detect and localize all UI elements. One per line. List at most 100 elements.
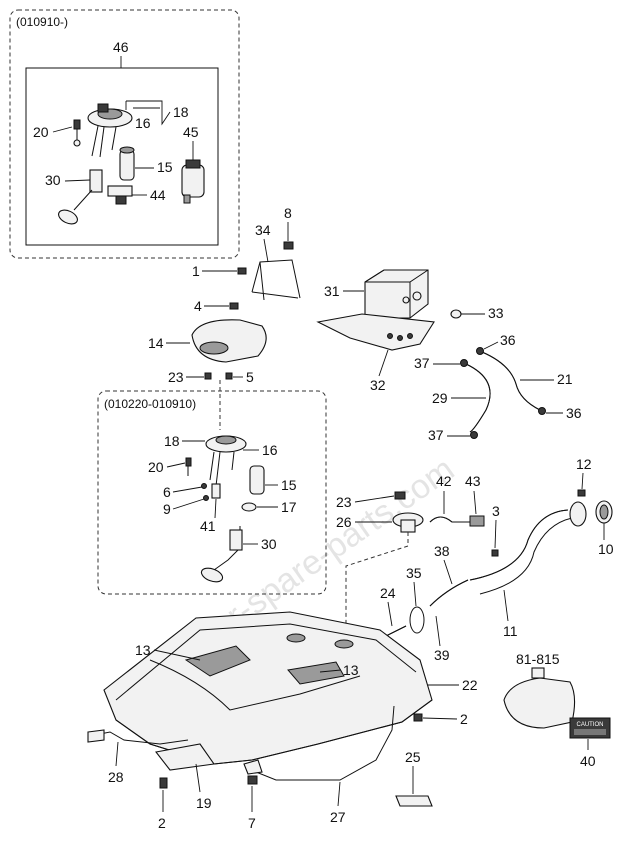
label-24: 24 bbox=[380, 585, 396, 601]
label-32: 32 bbox=[370, 377, 386, 393]
bracket-41 bbox=[211, 483, 221, 499]
canister-bracket-32 bbox=[316, 313, 435, 351]
screw-23a bbox=[204, 372, 212, 380]
hose-21 bbox=[481, 351, 541, 411]
label-31: 31 bbox=[324, 283, 340, 299]
bolt-4 bbox=[229, 302, 239, 310]
label-2b: 2 bbox=[158, 815, 166, 831]
label-33: 33 bbox=[488, 305, 504, 321]
label-20a: 20 bbox=[33, 124, 49, 140]
label-29: 29 bbox=[432, 390, 448, 406]
fuel-filler-door bbox=[503, 677, 576, 729]
label-19: 19 bbox=[196, 795, 212, 811]
label-15a: 15 bbox=[157, 159, 173, 175]
bracket-44 bbox=[107, 185, 133, 205]
nut-7 bbox=[247, 775, 258, 785]
label-2a: 2 bbox=[460, 711, 468, 727]
mid-variant-header: (010220-010910) bbox=[104, 397, 196, 411]
bolt-2b bbox=[159, 777, 168, 789]
label-6: 6 bbox=[163, 484, 171, 500]
hose-38 bbox=[429, 579, 469, 607]
label-20b: 20 bbox=[148, 459, 164, 475]
pump-module-flange bbox=[87, 103, 133, 158]
screw-5 bbox=[225, 372, 233, 380]
label-13b: 13 bbox=[343, 662, 359, 678]
label-36b: 36 bbox=[566, 405, 582, 421]
label-21: 21 bbox=[557, 371, 573, 387]
label-45: 45 bbox=[183, 124, 199, 140]
nut-8 bbox=[283, 241, 294, 250]
bolt-2a bbox=[413, 713, 423, 722]
label-26: 26 bbox=[336, 514, 352, 530]
bolt-23b bbox=[394, 491, 406, 500]
label-38: 38 bbox=[434, 543, 450, 559]
label-23a: 23 bbox=[168, 369, 184, 385]
mid-variant-box bbox=[97, 390, 327, 595]
fuel-pump-45 bbox=[181, 159, 205, 204]
label-44: 44 bbox=[150, 187, 166, 203]
pad-25 bbox=[395, 795, 433, 807]
label-5: 5 bbox=[246, 369, 254, 385]
bracket-19 bbox=[155, 743, 215, 771]
label-23b: 23 bbox=[336, 494, 352, 510]
label-40: 40 bbox=[580, 753, 596, 769]
clamp-37b bbox=[470, 431, 478, 439]
label-11: 11 bbox=[503, 623, 518, 639]
label-41: 41 bbox=[200, 518, 216, 534]
label-4: 4 bbox=[194, 298, 202, 314]
seal-17 bbox=[241, 502, 257, 512]
label-28: 28 bbox=[108, 769, 124, 785]
part-9 bbox=[203, 495, 209, 501]
screw-12 bbox=[577, 489, 586, 497]
screw-3 bbox=[491, 549, 499, 557]
label-17: 17 bbox=[281, 499, 297, 515]
access-cover-14 bbox=[191, 319, 267, 363]
label-36a: 36 bbox=[500, 332, 516, 348]
label-39: 39 bbox=[434, 647, 450, 663]
fuel-pump-assembly-frame bbox=[25, 67, 219, 246]
bolt-1 bbox=[237, 267, 247, 275]
filler-neck-11 bbox=[469, 509, 569, 581]
fuel-door-area: 81-815 CAUTION 40 bbox=[503, 651, 611, 769]
label-43: 43 bbox=[465, 473, 481, 489]
label-16a: 16 bbox=[135, 115, 151, 131]
part-6 bbox=[201, 483, 207, 489]
label-8: 8 bbox=[284, 205, 292, 221]
label-81-815: 81-815 bbox=[516, 651, 560, 667]
mid-variant-group: (010220-010910) 18 16 20 15 6 9 bbox=[97, 380, 327, 595]
clip-33 bbox=[450, 309, 462, 319]
level-sender-30 bbox=[58, 169, 103, 225]
label-9: 9 bbox=[163, 501, 171, 517]
label-30b: 30 bbox=[261, 536, 277, 552]
label-27: 27 bbox=[330, 809, 346, 825]
fuel-tank-body bbox=[103, 611, 433, 765]
label-25: 25 bbox=[405, 749, 421, 765]
label-16b: 16 bbox=[262, 442, 278, 458]
canister-area: 31 33 32 36 37 21 29 36 37 bbox=[316, 269, 582, 443]
sender-part-20b bbox=[185, 457, 192, 467]
clamp-36a bbox=[476, 347, 484, 355]
label-30a: 30 bbox=[45, 172, 61, 188]
clamp-35 bbox=[409, 606, 425, 634]
fuel-filter-15 bbox=[119, 146, 135, 181]
connector-43 bbox=[469, 515, 485, 527]
label-1: 1 bbox=[192, 263, 200, 279]
label-3: 3 bbox=[492, 503, 500, 519]
label-22: 22 bbox=[462, 677, 478, 693]
label-10: 10 bbox=[598, 541, 614, 557]
label-13a: 13 bbox=[135, 642, 151, 658]
clamp-36b bbox=[538, 407, 546, 415]
clamp-37a bbox=[460, 359, 468, 367]
top-variant-box bbox=[9, 9, 240, 259]
top-variant-group: (010910-) bbox=[9, 9, 240, 259]
label-7: 7 bbox=[248, 815, 256, 831]
bracket-34 bbox=[251, 259, 301, 301]
label-14: 14 bbox=[148, 335, 164, 351]
label-12: 12 bbox=[576, 456, 592, 472]
label-37a: 37 bbox=[414, 355, 430, 371]
top-variant-header: (010910-) bbox=[16, 15, 68, 29]
label-37b: 37 bbox=[428, 427, 444, 443]
pump-cover-area: 34 8 1 4 14 23 5 bbox=[148, 205, 301, 385]
label-18b: 18 bbox=[164, 433, 180, 449]
